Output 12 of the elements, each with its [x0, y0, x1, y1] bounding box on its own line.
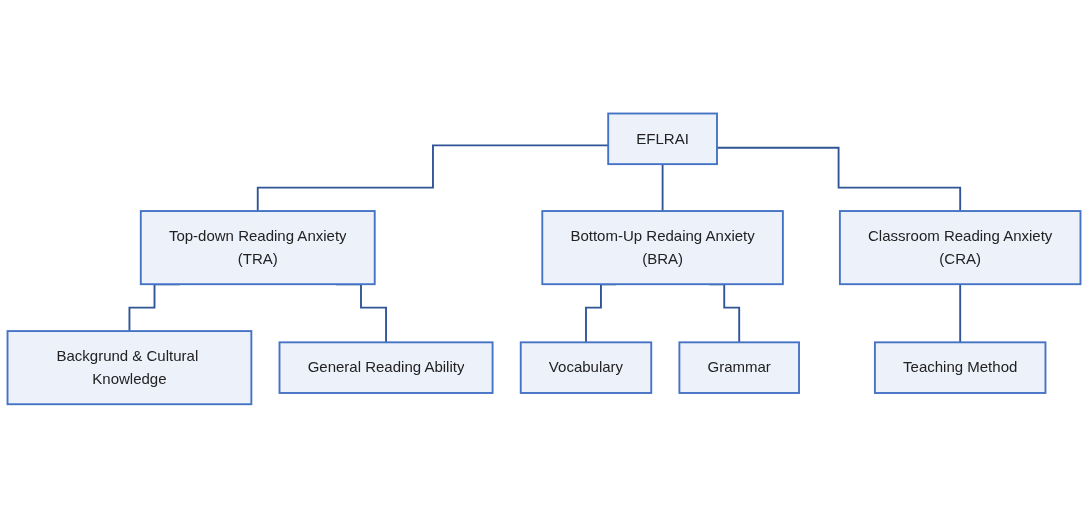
connector — [716, 146, 962, 213]
node-box: Bottom-Up Redaing Anxiety (BRA) — [541, 210, 784, 286]
connector — [661, 163, 664, 213]
node-box: Top-down Reading Anxiety (TRA) — [139, 210, 376, 286]
node-box: EFLRAI — [607, 112, 718, 166]
connector — [959, 283, 962, 344]
node-box: Classroom Reading Anxiety (CRA) — [838, 210, 1082, 286]
node-box: Teaching Method — [873, 341, 1047, 395]
node-box: Grammar — [678, 341, 800, 395]
node-box: Backgrund & Cultural Knowledge — [6, 330, 253, 406]
node-box: Vocabulary — [519, 341, 653, 395]
node-box: General Reading Ability — [278, 341, 494, 395]
